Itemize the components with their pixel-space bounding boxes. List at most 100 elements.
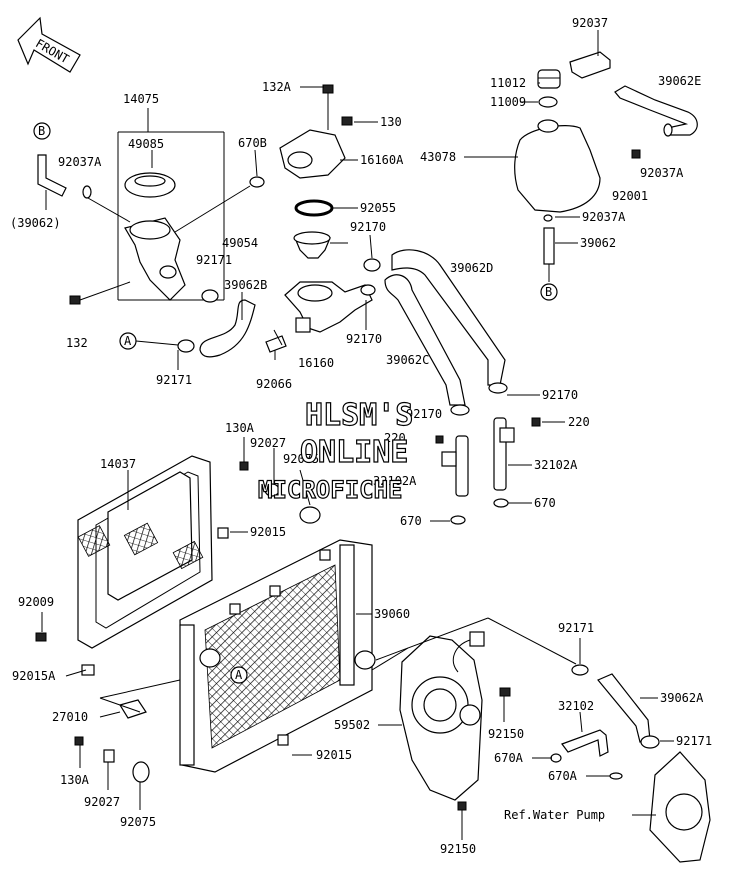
label-670b: 670B <box>238 136 267 150</box>
label-39062c: 39062C <box>386 353 429 367</box>
label-92171-1: 92171 <box>196 253 232 267</box>
o-ring <box>550 753 562 763</box>
label-27010: 27010 <box>52 710 88 724</box>
pipe-32102a <box>455 435 469 497</box>
watermark-line-1: HLSM'S <box>305 398 413 433</box>
callout-b-top: B <box>33 122 51 140</box>
label-130a-1: 130A <box>225 421 255 435</box>
label-92150-1: 92150 <box>488 727 524 741</box>
front-arrow-icon: FRONT <box>17 16 81 73</box>
hose-clamp <box>363 258 381 272</box>
label-39062-paren: (39062) <box>10 216 61 230</box>
label-92037: 92037 <box>572 16 608 30</box>
hose-clip <box>82 185 92 199</box>
svg-text:A: A <box>124 334 132 348</box>
label-32102a-1: 32102A <box>534 458 578 472</box>
radiator-outlet <box>199 648 221 668</box>
label-39062a: 39062A <box>660 691 704 705</box>
label-92015-1: 92015 <box>250 525 286 539</box>
hose-39062a <box>597 673 651 743</box>
label-670a-1: 670A <box>494 751 524 765</box>
part-labels: 92037 11012 39062E 132A 11009 14075 130 … <box>10 16 712 856</box>
grommet <box>132 761 150 783</box>
svg-text:B: B <box>545 285 552 299</box>
cap-gasket <box>538 96 558 108</box>
label-16160: 16160 <box>298 356 334 370</box>
callout-a-left: A <box>119 332 137 350</box>
hose-39062d <box>391 249 506 386</box>
label-92171-2: 92171 <box>156 373 192 387</box>
o-ring <box>450 515 466 525</box>
o-ring-large <box>294 199 334 217</box>
label-92171-3: 92171 <box>558 621 594 635</box>
hose-39062b <box>199 299 256 358</box>
label-59502: 59502 <box>334 718 370 732</box>
label-92170-2: 92170 <box>346 332 382 346</box>
label-32102a-2: 32102A <box>373 474 417 488</box>
label-92037a-2: 92037A <box>640 166 684 180</box>
breather-hose <box>37 154 67 197</box>
hose-clamp <box>360 284 376 296</box>
label-92150-2: 92150 <box>440 842 476 856</box>
bolt <box>322 84 334 94</box>
watermark: HLSM'S ONLINE MICROFICHE <box>257 397 414 504</box>
label-14075: 14075 <box>123 92 159 106</box>
label-43078: 43078 <box>420 150 456 164</box>
label-39062b: 39062B <box>224 278 267 292</box>
reservoir-group <box>514 51 698 282</box>
watermark-line-2: ONLINE <box>300 435 408 470</box>
label-32102: 32102 <box>558 699 594 713</box>
label-92037a-3: 92037A <box>582 210 626 224</box>
temp-sensor <box>265 335 287 353</box>
label-92055: 92055 <box>360 201 396 215</box>
o-ring <box>493 498 509 508</box>
label-92037a-1: 92037A <box>58 155 102 169</box>
fan-switch <box>119 699 147 719</box>
bolt <box>341 116 353 126</box>
o-ring <box>609 772 623 780</box>
label-11009: 11009 <box>490 95 526 109</box>
cooling-fan <box>399 631 511 811</box>
grommet <box>299 506 321 524</box>
label-92015-2: 92015 <box>316 748 352 762</box>
hose-clamp <box>571 664 589 676</box>
radiator-filler-group <box>37 108 265 305</box>
label-92075-2: 92075 <box>120 815 156 829</box>
radiator-guard <box>77 455 213 649</box>
label-92027-2: 92027 <box>84 795 120 809</box>
radiator-inlet <box>354 650 376 670</box>
hose-clip <box>569 51 611 79</box>
label-92170-4: 92170 <box>406 407 442 421</box>
radiator <box>35 461 409 783</box>
label-ref-water-pump: Ref.Water Pump <box>504 808 605 822</box>
label-92001: 92001 <box>612 189 648 203</box>
water-pipes <box>435 417 541 525</box>
label-16160a: 16160A <box>360 153 404 167</box>
label-92027-1: 92027 <box>250 436 286 450</box>
label-49085: 49085 <box>128 137 164 151</box>
svg-text:B: B <box>38 124 45 138</box>
label-14037: 14037 <box>100 457 136 471</box>
leader-lines <box>41 30 674 840</box>
callout-a-radiator: A <box>230 666 248 684</box>
label-92170-3: 92170 <box>542 388 578 402</box>
label-132a: 132A <box>262 80 292 94</box>
pipe-32102 <box>561 729 609 757</box>
label-220-1: 220 <box>568 415 590 429</box>
bolt <box>531 417 541 427</box>
hose-clamp <box>450 404 470 416</box>
label-92171-4: 92171 <box>676 734 712 748</box>
label-92066: 92066 <box>256 377 292 391</box>
callout-b-right: B <box>540 283 558 301</box>
label-92170-1: 92170 <box>350 220 386 234</box>
label-132: 132 <box>66 336 88 350</box>
watermark-line-3: MICROFICHE <box>258 476 403 504</box>
svg-text:A: A <box>235 668 243 682</box>
label-670a-2: 670A <box>548 769 578 783</box>
hose-39062 <box>543 227 555 265</box>
label-130: 130 <box>380 115 402 129</box>
label-11012: 11012 <box>490 76 526 90</box>
hose-clamp <box>640 735 660 749</box>
label-39060: 39060 <box>374 607 410 621</box>
